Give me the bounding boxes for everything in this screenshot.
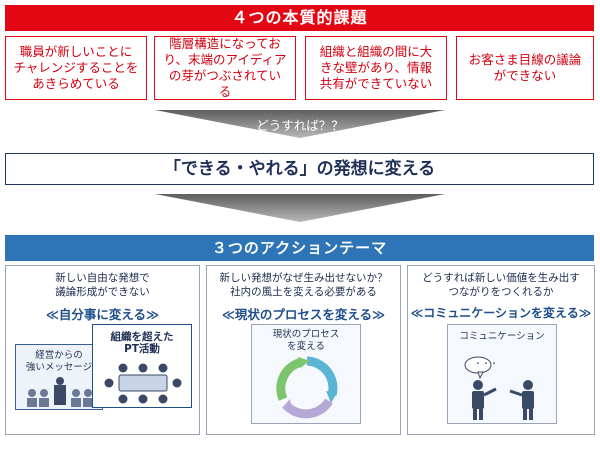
actions-header: ３つのアクションテーマ xyxy=(5,235,594,261)
cycle-arrows-icon xyxy=(276,356,338,419)
arrow-question-label: どうすれば？？ xyxy=(256,118,344,133)
down-arrow-1: どうすれば？？ xyxy=(155,110,445,138)
panel-2-subtitle: 新しい発想がなぜ生み出せないか？ 社内の風土を変える必要がある xyxy=(219,272,388,298)
pt-activity-card: 組織を超えた PT活動 xyxy=(92,324,192,408)
message-card-label: 経営からの 強いメッセージ xyxy=(25,350,93,373)
issue-box-2: 階層構造になってお り、末端のアイディア の芽がつぶされてい る xyxy=(154,36,296,100)
panel-3-subtitle: どうすれば新しい価値を生み出す つながりをつくれるか xyxy=(422,272,580,298)
process-card-label: 現状のプロセス を変える xyxy=(272,329,340,352)
issue-box-3: 組織と組織の間に大 きな壁があり、情報 共有ができていない xyxy=(305,36,447,100)
message-card: 経営からの 強いメッセージ xyxy=(15,344,103,410)
panel-3-heading: ≪コミュニケーションを変える≫ xyxy=(410,306,592,320)
podium-speaker-icon xyxy=(27,377,93,407)
speech-bubble-dots: ・・・ xyxy=(474,359,498,368)
panel-1-heading: ≪自分事に変える≫ xyxy=(45,307,160,322)
action-panel-2: 新しい発想がなぜ生み出せないか？ 社内の風土を変える必要がある ≪現状のプロセス… xyxy=(206,265,401,435)
issues-header: ４つの本質的課題 xyxy=(5,5,594,31)
process-card: 現状のプロセス を変える xyxy=(251,324,361,424)
action-panel-1: 新しい自由な発想で 議論形成ができない ≪自分事に変える≫ 経営からの 強いメッ… xyxy=(5,265,200,435)
communication-card: コミュニケーション ・・・ xyxy=(447,324,557,424)
communication-card-label: コミュニケーション xyxy=(459,331,545,342)
down-arrow-2 xyxy=(155,194,445,222)
action-panel-3: どうすれば新しい価値を生み出す つながりをつくれるか ≪コミュニケーションを変え… xyxy=(407,265,595,435)
goal-box: 「できる・やれる」の発想に変える xyxy=(5,153,594,185)
issue-box-1: 職員が新しいことに チャレンジすることを あきらめている xyxy=(5,36,147,100)
panel-2-heading: ≪現状のプロセスを変える≫ xyxy=(221,307,386,322)
meeting-table-icon xyxy=(104,363,182,404)
two-people-talking-icon xyxy=(464,356,534,420)
pt-activity-label: 組織を超えた PT活動 xyxy=(110,331,174,355)
issue-box-4: お客さま目線の議論 ができない xyxy=(456,36,594,100)
panel-1-subtitle: 新しい自由な発想で 議論形成ができない xyxy=(55,272,150,298)
